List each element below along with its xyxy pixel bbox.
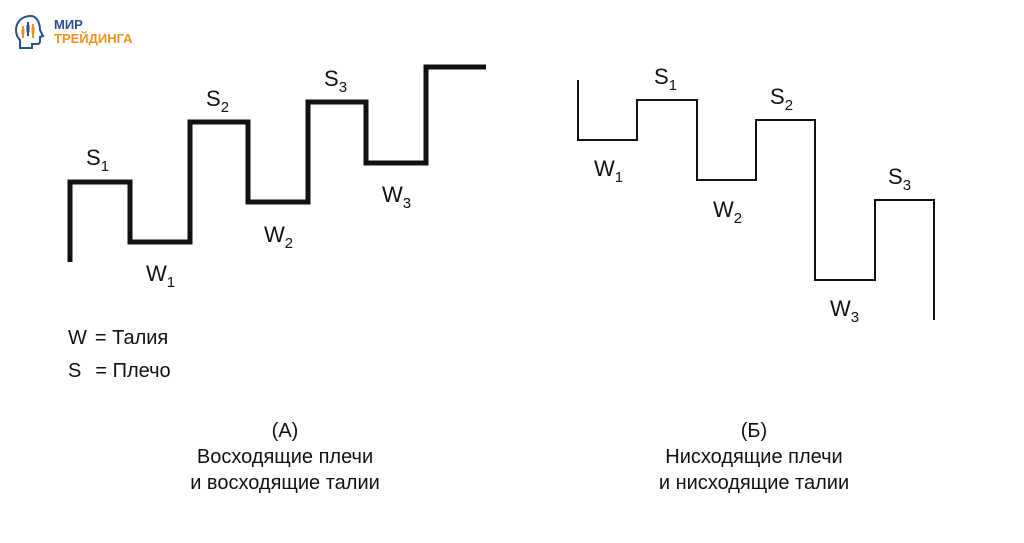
right-label-w3: W3 [830,296,859,326]
legend-waist: W= Талия [68,327,168,349]
left-label-w3: W3 [382,182,411,212]
left-caption-line1: Восходящие плечи [197,446,373,468]
right-label-s3: S3 [888,164,911,194]
left-label-s1: S1 [86,145,109,175]
right-label-w2: W2 [713,197,742,227]
right-label-s1: S1 [654,64,677,94]
left-label-w2: W2 [264,222,293,252]
left-label-w1: W1 [146,261,175,291]
right-caption-letter: (Б) [741,420,767,442]
brand-name-line1: МИР [54,17,83,32]
left-caption-letter: (А) [272,420,299,442]
right-caption-line1: Нисходящие плечи [665,446,842,468]
right-caption-line2: и нисходящие талии [659,472,849,494]
left-label-s2: S2 [206,86,229,116]
ascending-step-line [67,64,486,262]
legend-shoulder: S= Плечо [68,360,171,382]
right-label-w1: W1 [594,156,623,186]
descending-step-line [577,80,935,320]
right-label-s2: S2 [770,84,793,114]
left-caption-line2: и восходящие талии [190,472,380,494]
brand-logo: МИР ТРЕЙДИНГА [14,14,133,50]
left-label-s3: S3 [324,66,347,96]
head-chart-icon [14,14,45,49]
brand-name: МИР ТРЕЙДИНГА [54,18,133,46]
brand-name-line2: ТРЕЙДИНГА [54,31,133,46]
